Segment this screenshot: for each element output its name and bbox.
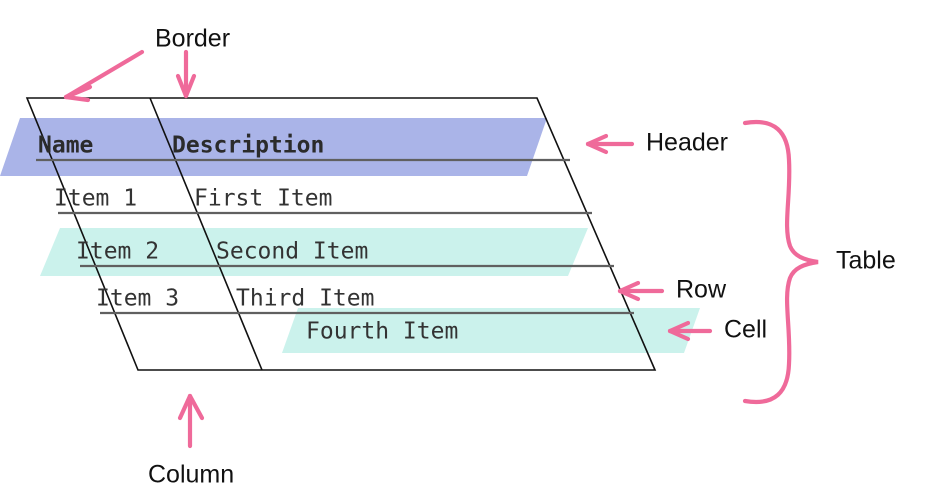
annotation-label-border: Border	[155, 25, 230, 53]
cell-description-2: Second Item	[216, 239, 368, 265]
header-cell-description: Description	[172, 133, 324, 159]
table-row: Item 3 Third Item	[96, 286, 374, 312]
table-row: Item 1 First Item	[54, 186, 332, 212]
annotation-label-row: Row	[676, 276, 727, 304]
header-cell-name: Name	[38, 133, 93, 159]
annotation-arrow-header	[585, 133, 635, 155]
cell-highlight-band	[282, 308, 700, 353]
column-divider	[149, 97, 263, 371]
table-header-row: Name Description	[38, 133, 324, 159]
cell-description-4: Fourth Item	[306, 319, 458, 345]
annotation-arrow-border-top	[175, 49, 197, 99]
cell-description-3: Third Item	[236, 286, 374, 312]
annotation-arrow-cell	[667, 320, 713, 342]
cell-name-2: Item 2	[76, 239, 159, 265]
annotation-arrow-column	[177, 393, 205, 449]
annotation-arrow-border-left	[63, 49, 145, 103]
annotation-brace-table	[742, 119, 819, 405]
table-border-outline	[25, 97, 657, 371]
cell-name-3: Item 3	[96, 286, 179, 312]
annotation-label-header: Header	[646, 129, 728, 157]
row-separators	[36, 158, 634, 315]
cell-description-1: First Item	[194, 186, 332, 212]
cell-name-1: Item 1	[54, 186, 137, 212]
row-highlight-band	[40, 228, 588, 276]
header-highlight-band	[0, 118, 547, 176]
table-outline	[25, 97, 657, 371]
annotation-label-table: Table	[836, 247, 896, 275]
annotation-label-cell: Cell	[724, 316, 767, 344]
table-row: Item 2 Second Item	[76, 239, 368, 265]
annotation-label-column: Column	[148, 461, 234, 489]
annotation-arrow-row	[617, 280, 665, 302]
